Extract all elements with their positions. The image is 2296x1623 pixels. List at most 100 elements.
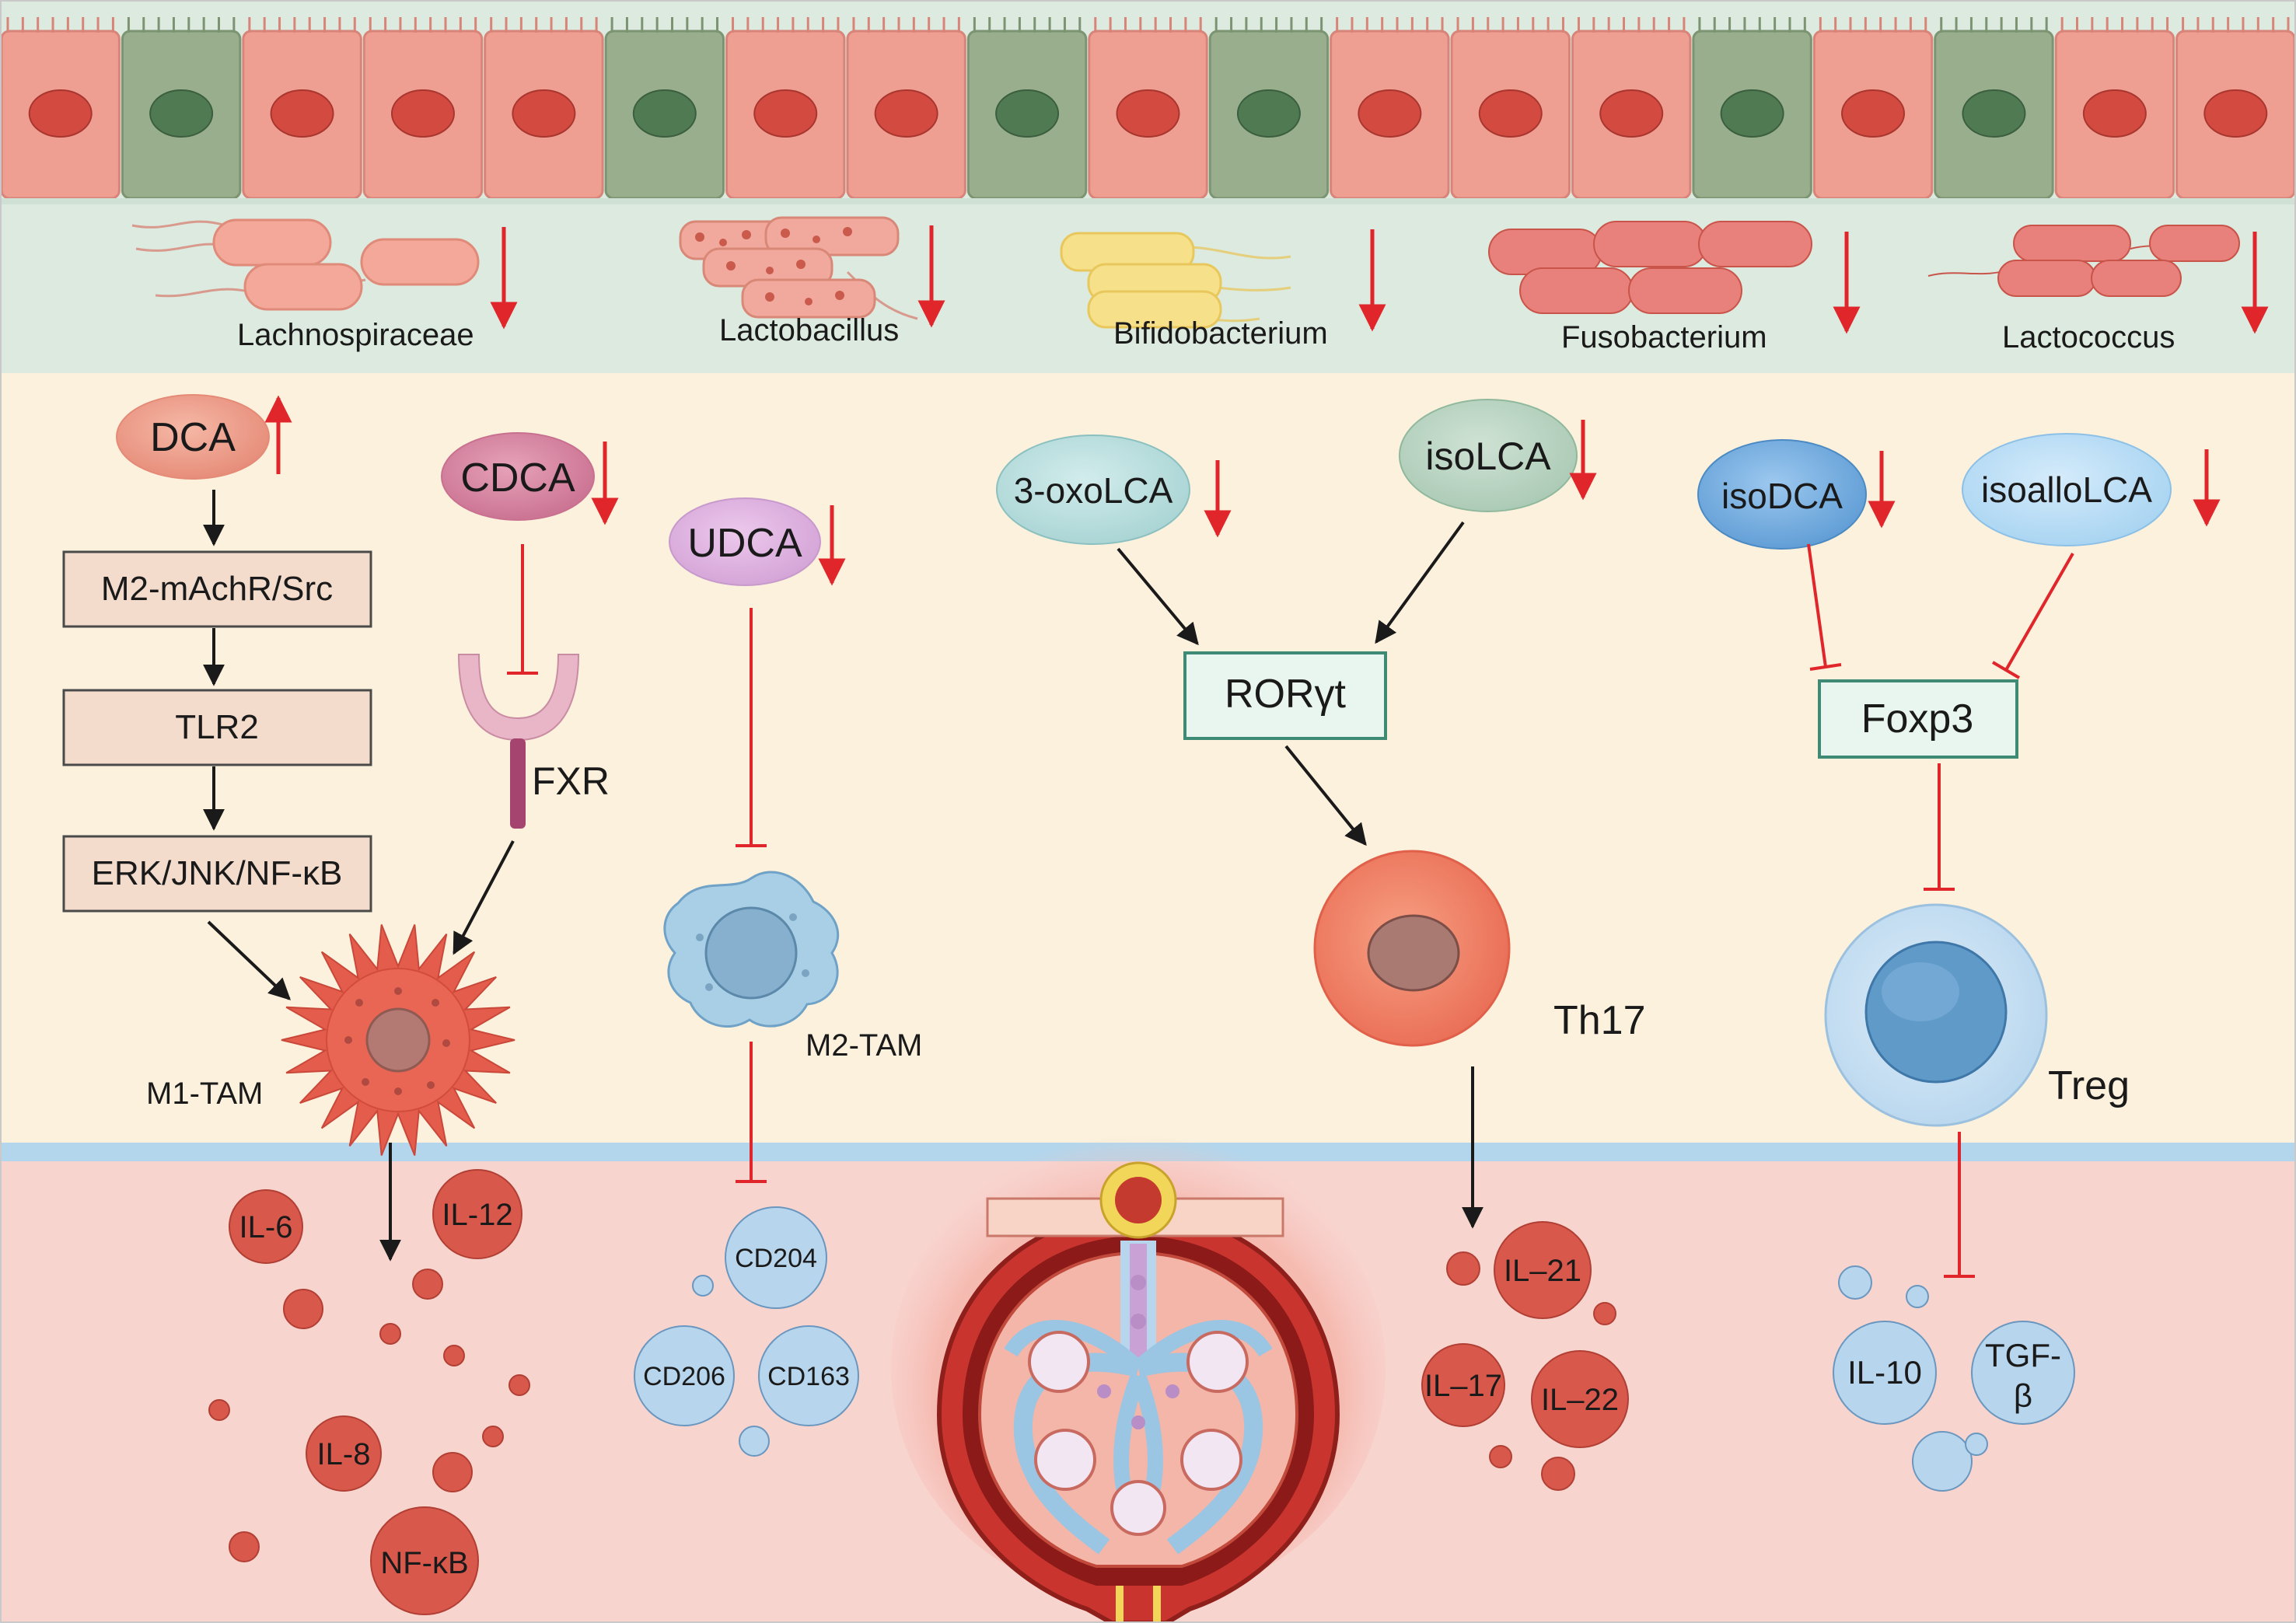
cdca-label: CDCA [460,455,575,501]
oxolca-to-roryt-arrow [1117,547,1199,646]
dca-node [116,394,270,480]
cytokine-dot [283,1289,323,1329]
epithelial-nucleus [1962,89,2026,138]
isodca-inhibit-bar [1809,663,1842,671]
m1-tam-label: M1-TAM [146,1077,263,1111]
bacteria-bifidobacterium-illustration [1060,232,1291,329]
epithelial-nucleus [1116,89,1180,138]
epithelial-nucleus [632,89,697,138]
cytokine-il8 [306,1415,382,1492]
epithelial-nucleus [1358,89,1422,138]
epithelial-nucleus [390,89,455,138]
m2machr-src-label: M2-mAchR/Src [101,570,333,608]
marker-cd204 [725,1206,827,1309]
cytokine-dot [1489,1445,1512,1468]
cytokine-il10-label: IL-10 [1847,1354,1922,1391]
isoallolca-label: isoalloLCA [1981,469,2152,510]
bacteria-lactobacillus-illustration [679,216,918,320]
cytokine-il22 [1531,1350,1629,1448]
treg-label: Treg [2048,1063,2130,1108]
epithelial-nucleus [270,89,334,138]
marker-cd206 [634,1325,735,1426]
cytokine-nfkb-label: NF-κB [380,1546,468,1580]
epithelial-nucleus [1841,89,1906,138]
bacteria-label-lactobacillus: Lactobacillus [719,313,899,347]
cytokine-il22-label: IL–22 [1541,1383,1619,1417]
bacteria-fusobacterium-illustration [1488,221,1812,314]
cytokine-il6 [229,1189,303,1264]
cytokine-il17 [1421,1343,1505,1427]
isodca-inhibits-foxp3-line [1807,543,1827,668]
cytokine-il21 [1494,1221,1592,1319]
fxr-receptor-icon [457,654,580,742]
cytokine-dot [443,1345,465,1366]
cytokine-dot [1593,1302,1616,1325]
fxr-to-m1tam-arrow [453,840,515,955]
isoallolca-inhibit-bar [1991,661,2021,679]
erk-jnk-nfkb-label: ERK/JNK/NF-κB [92,854,343,892]
cytokine-dot [229,1531,260,1562]
fxr-label: FXR [532,759,610,803]
epithelial-nucleus [1236,89,1301,138]
epithelial-nucleus [1599,89,1664,138]
bacteria-label-fusobacterium: Fusobacterium [1561,320,1767,354]
epithelial-nucleus [995,89,1060,138]
bacteria-label-bifidobacterium: Bifidobacterium [1113,316,1328,351]
th17-cell-icon [1313,850,1511,1047]
cytokine-nfkb [370,1506,479,1615]
erk-jnk-nfkb-box [62,835,372,913]
epithelial-nucleus [28,89,93,138]
marker-cd206-label: CD206 [643,1362,725,1391]
isoallolca-node [1962,433,2172,546]
m2-tam-label: M2-TAM [806,1028,922,1063]
epithelial-layer [0,17,2296,204]
cytokine-il12-label: IL-12 [442,1198,512,1232]
cytokine-il10 [1833,1321,1937,1425]
epithelial-nucleus [149,89,214,138]
cytokine-dot [1906,1285,1929,1308]
basement-line [0,198,2296,204]
tlr2-box [62,689,372,766]
bacteria-label-lactococcus: Lactococcus [2002,320,2175,354]
treg-cell-icon [1824,903,2048,1127]
cytokine-dot [1838,1265,1872,1300]
oxolca-label: 3-oxoLCA [1014,470,1173,511]
cytokine-dot [508,1374,530,1396]
isolca-node [1399,399,1578,512]
cdca-node [441,432,595,521]
marker-dot [739,1426,770,1457]
cytokine-dot [482,1426,504,1447]
epithelial-nucleus [1478,89,1543,138]
marker-dot [692,1275,714,1297]
isodca-label: isoDCA [1721,476,1843,516]
cytokine-dot [1541,1457,1575,1491]
epithelial-nucleus [2203,89,2268,138]
erk-to-m1tam-arrow [207,920,292,1000]
cytokine-dot [412,1269,443,1300]
cytokine-il21-label: IL–21 [1504,1254,1581,1288]
m1-tam-cell-icon [281,924,515,1156]
udca-label: UDCA [687,521,802,566]
isolca-label: isoLCA [1425,435,1551,478]
epithelial-nucleus [512,89,576,138]
cytokine-dot [432,1452,473,1492]
cytokine-il17-label: IL–17 [1424,1369,1502,1403]
cytokine-il6-label: IL-6 [239,1210,293,1244]
isolca-to-roryt-arrow [1375,521,1465,644]
marker-cd204-label: CD204 [735,1244,817,1273]
bacteria-lactococcus-illustration [1927,225,2240,297]
roryt-box [1183,651,1387,740]
dca-label: DCA [150,415,236,460]
udca-node [669,497,821,586]
isodca-node [1697,439,1867,550]
epithelial-nucleus [753,89,818,138]
m2-tam-cell-icon [663,871,840,1028]
th17-label: Th17 [1553,998,1646,1043]
epithelial-nucleus [1720,89,1784,138]
cytokine-dot [1965,1433,1988,1456]
epithelial-nucleus [2082,89,2147,138]
cytokine-dot [1446,1251,1480,1286]
foxp3-box [1818,679,2018,759]
bacteria-label-lachnospiraceae: Lachnospiraceae [237,318,474,352]
